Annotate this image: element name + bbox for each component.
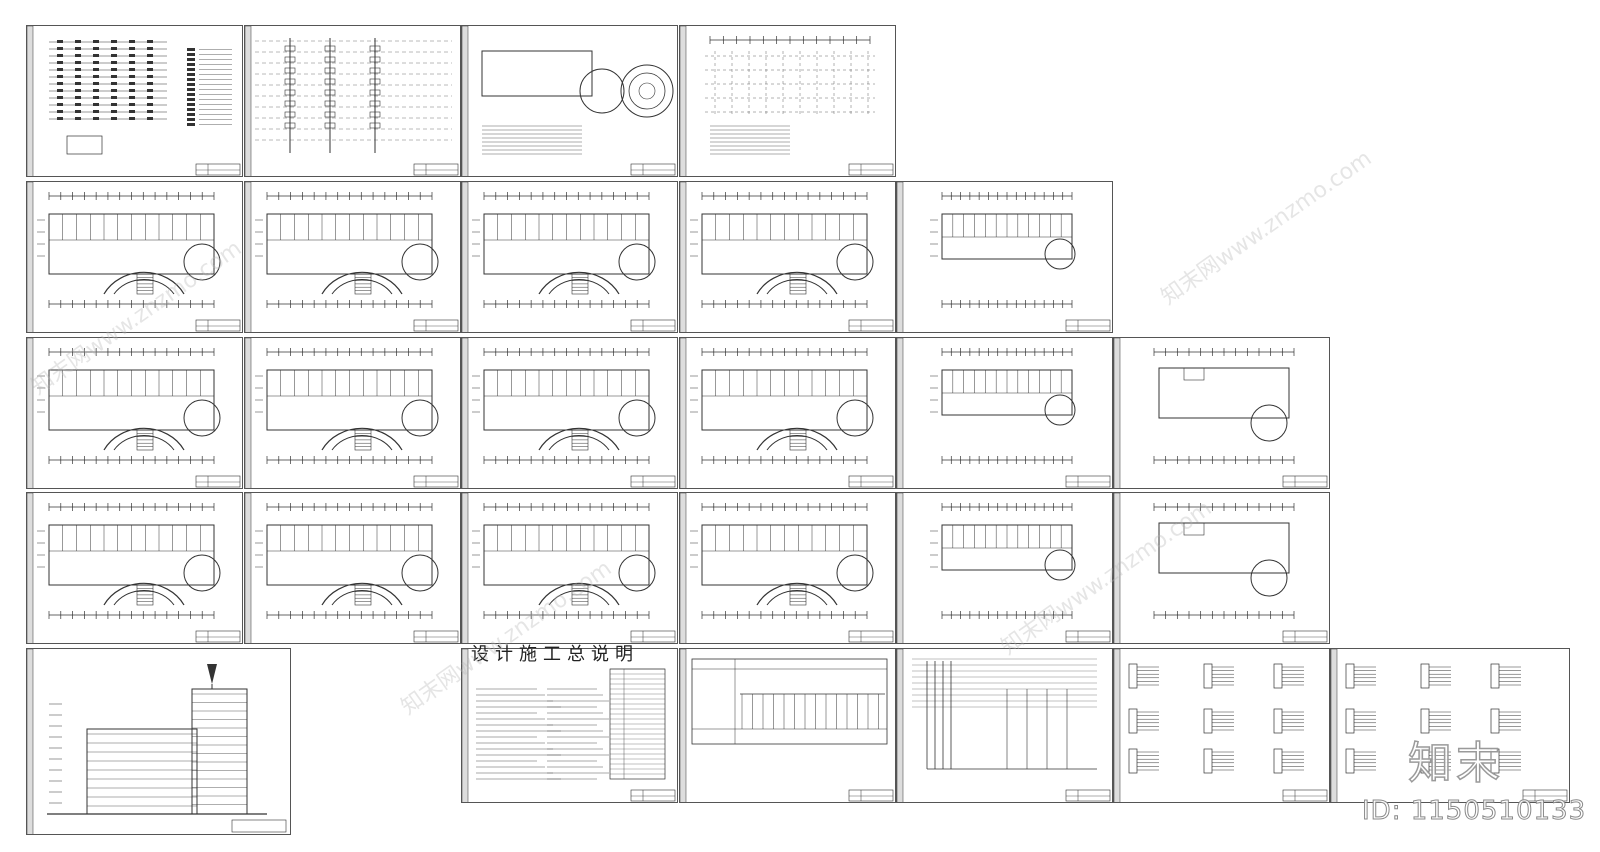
- drawing-sheet-roof: [1113, 337, 1330, 489]
- drawing-sheet-legend: [26, 25, 243, 177]
- sheet-drawing: [462, 182, 676, 332]
- sheet-drawing: [462, 26, 676, 176]
- sheet-drawing: [1114, 649, 1328, 802]
- sheet-drawing: [1114, 493, 1328, 643]
- sheet-drawing: [245, 338, 459, 488]
- sheet-drawing: [245, 26, 459, 176]
- sheet-drawing: [680, 338, 894, 488]
- drawing-sheet-plan: [26, 337, 243, 489]
- drawing-sheet-system: [679, 648, 896, 803]
- id-label: ID: 1150510133: [1361, 796, 1587, 827]
- drawing-sheet-plan: [244, 337, 461, 489]
- sheet-drawing: [680, 182, 894, 332]
- sheet-drawing: [27, 649, 287, 834]
- sheet-drawing: [462, 493, 676, 643]
- drawing-sheet-plan-small: [896, 492, 1113, 644]
- sheet-drawing: [245, 493, 459, 643]
- watermark-logo: 知末: [1407, 737, 1504, 790]
- sheet-drawing: [897, 493, 1111, 643]
- drawing-sheet-panels: [1330, 648, 1570, 803]
- sheet-drawing: [27, 182, 241, 332]
- drawing-sheet-plan: [461, 181, 678, 333]
- sheet-drawing: [680, 493, 894, 643]
- sheet-drawing: [680, 26, 894, 176]
- drawing-sheet-plan: [26, 181, 243, 333]
- drawing-sheet-notes: [461, 648, 678, 803]
- drawing-sheet-plan-small: [896, 181, 1113, 333]
- drawing-sheet-roof: [1113, 492, 1330, 644]
- drawing-sheet-plan: [679, 181, 896, 333]
- drawing-sheet-system2: [896, 648, 1113, 803]
- sheet-drawing: [680, 649, 894, 802]
- drawing-sheet-plan: [461, 337, 678, 489]
- drawing-sheet-site: [461, 25, 678, 177]
- drawing-sheet-riser: [244, 25, 461, 177]
- drawing-sheet-plan: [679, 492, 896, 644]
- design-notes-title: 设计施工总说明: [471, 644, 639, 665]
- watermark-site-1: 知末网www.znzmo.com: [1156, 145, 1377, 311]
- drawing-sheet-site2: [679, 25, 896, 177]
- sheet-drawing: [27, 493, 241, 643]
- sheet-drawing: [897, 338, 1111, 488]
- sheet-drawing: [897, 649, 1111, 802]
- drawing-sheet-plan: [244, 492, 461, 644]
- sheet-drawing: [245, 182, 459, 332]
- drawing-sheet-plan: [26, 492, 243, 644]
- drawing-sheet-plan: [679, 337, 896, 489]
- sheet-drawing: [27, 338, 241, 488]
- sheet-drawing: [897, 182, 1111, 332]
- sheet-drawing: [27, 26, 241, 176]
- sheet-drawing: [1331, 649, 1568, 802]
- drawing-sheet-elevation: [26, 648, 291, 835]
- drawing-sheet-panels: [1113, 648, 1330, 803]
- sheet-drawing: [1114, 338, 1328, 488]
- sheet-drawing: [462, 338, 676, 488]
- drawing-sheet-plan: [461, 492, 678, 644]
- drawing-sheet-plan-small: [896, 337, 1113, 489]
- sheet-drawing: [462, 649, 676, 802]
- drawing-sheet-plan: [244, 181, 461, 333]
